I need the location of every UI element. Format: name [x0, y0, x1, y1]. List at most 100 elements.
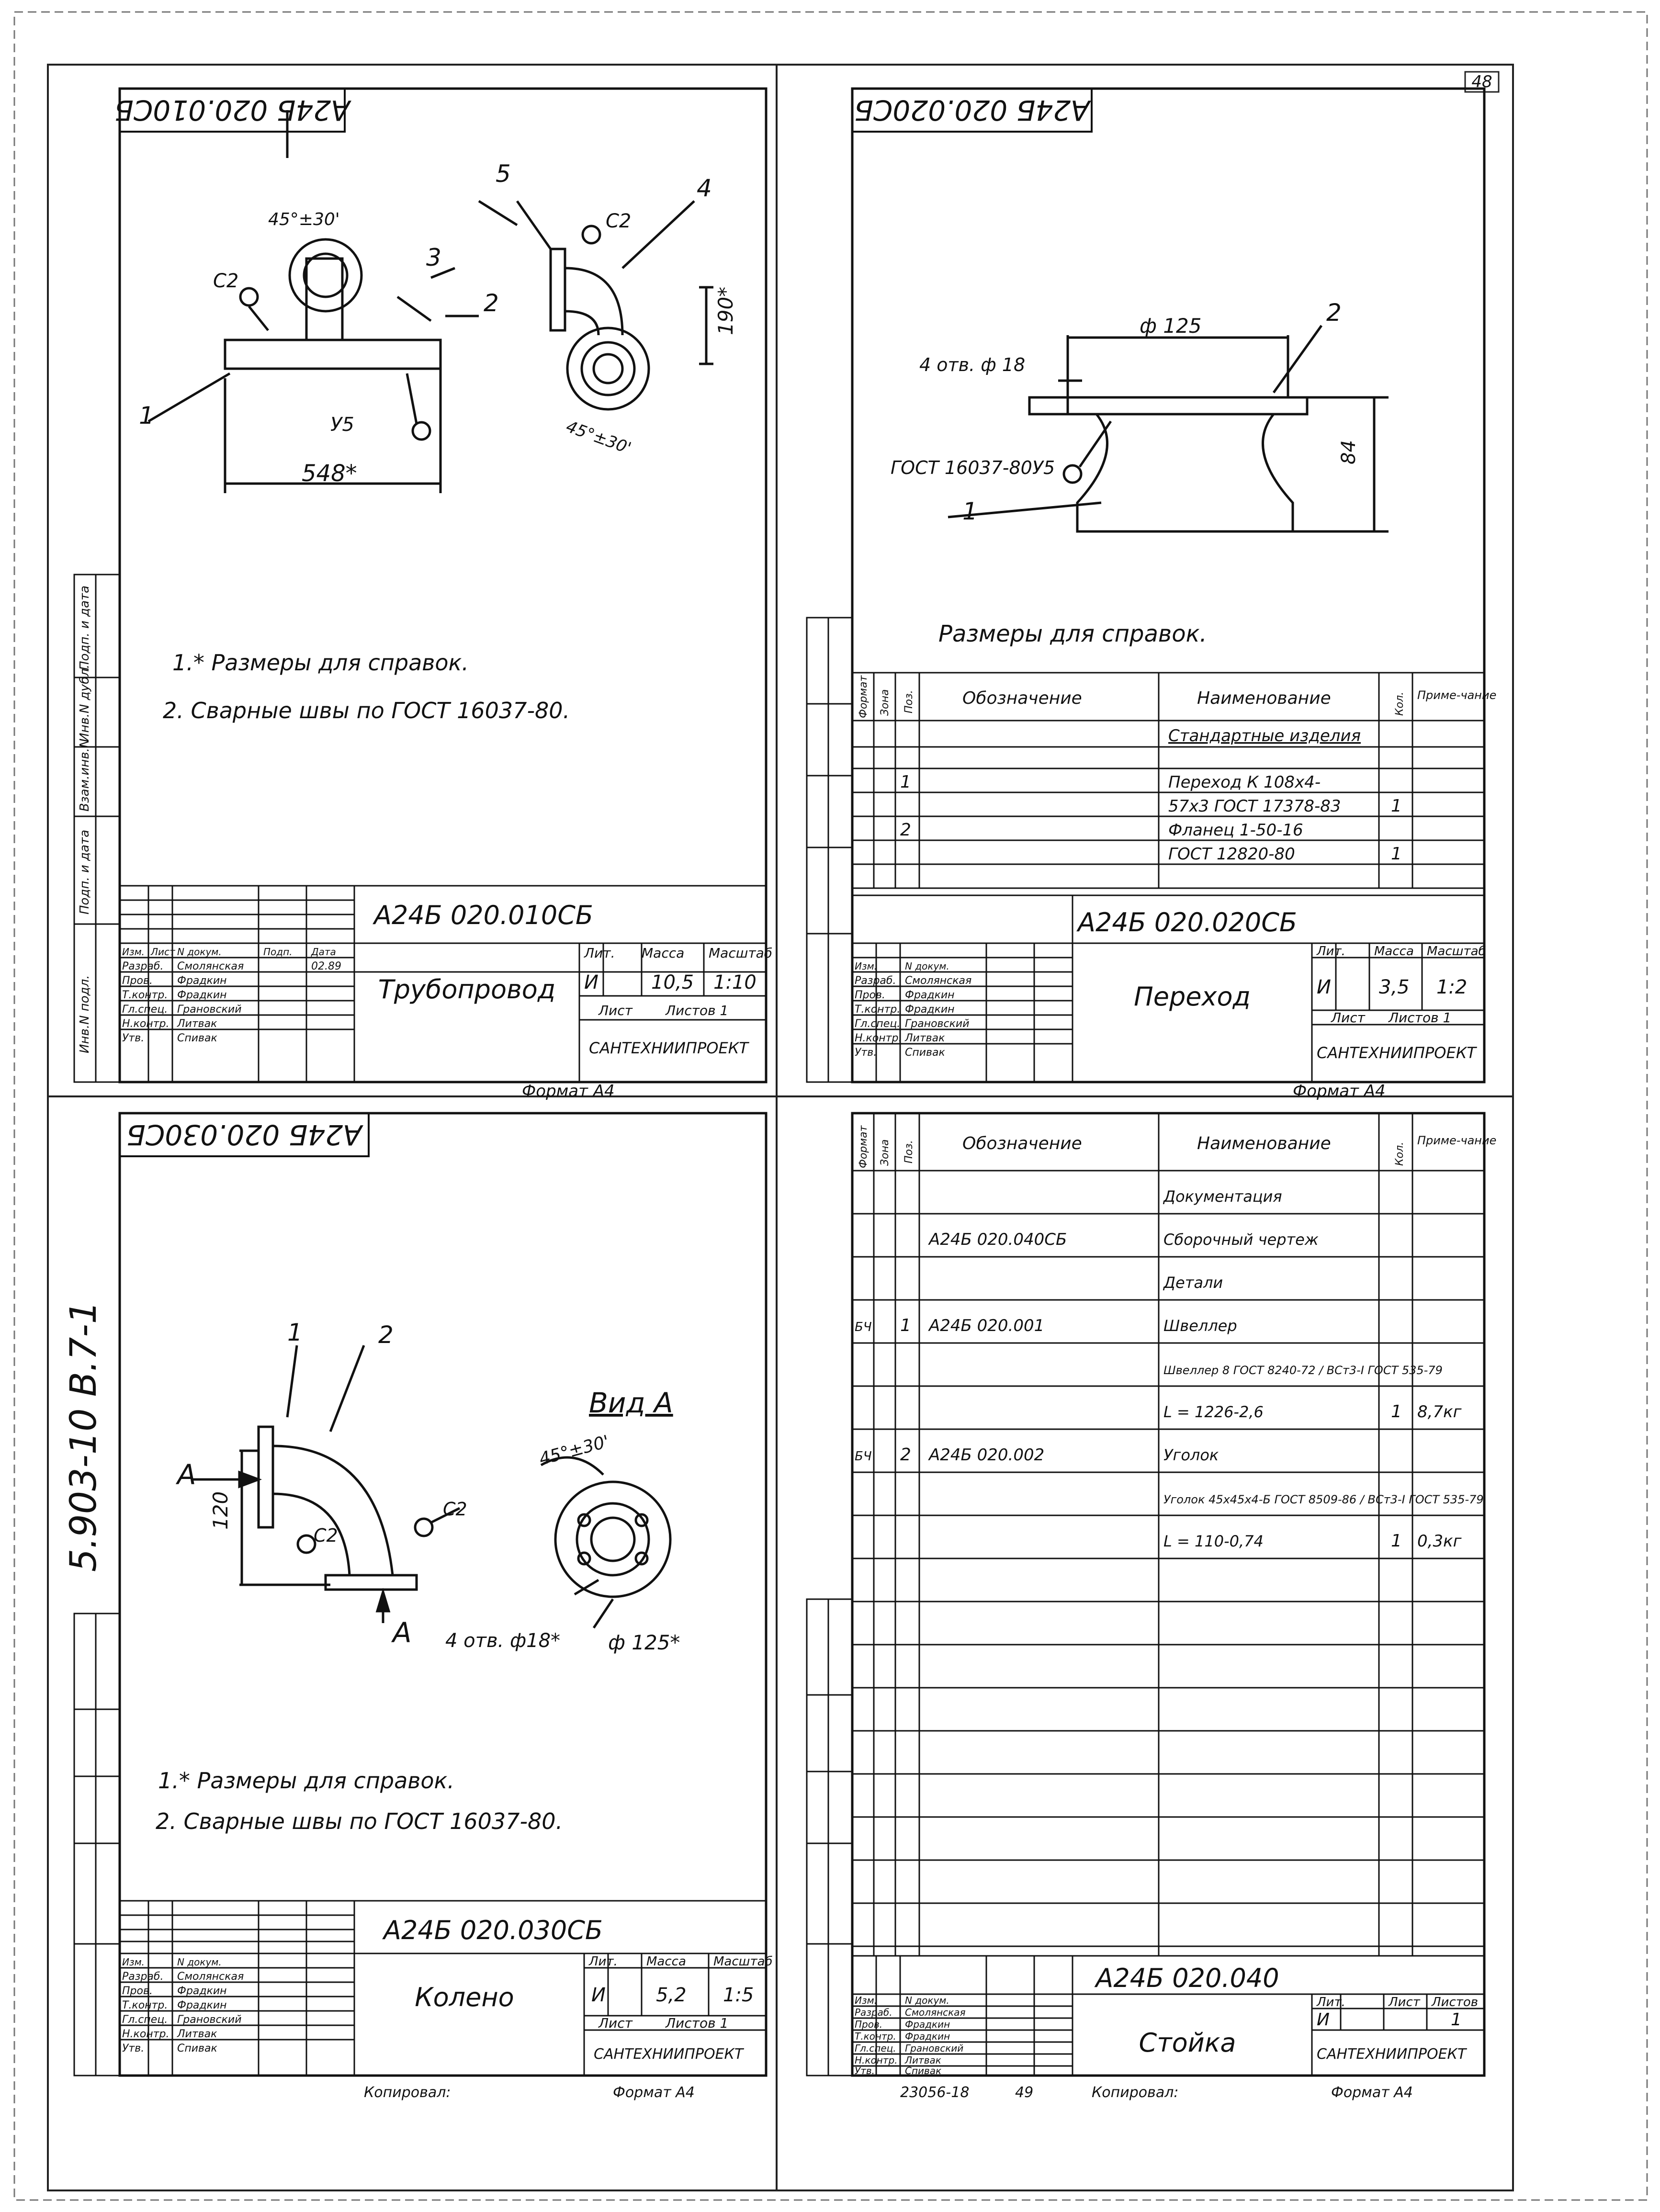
svg-text:Пров.: Пров. [122, 1985, 153, 1997]
callout: 5 [496, 160, 511, 188]
page-number: 49 [1015, 2084, 1033, 2101]
section-arrow-label: А [391, 1616, 412, 1649]
format-label: Формат А4 [613, 2084, 695, 2101]
spec-table [851, 672, 1485, 889]
sheet-truboprovod: А24Б 020.010СБ Инв.N подл. Подп. и дата … [73, 87, 772, 1101]
svg-text:Зона: Зона [879, 1140, 891, 1166]
format-label: Формат А4 [1293, 1082, 1386, 1101]
side-columns: Инв.N подл. Подп. и дата Взам.инв.N Инв.… [73, 574, 121, 1083]
svg-text:Обозначение: Обозначение [962, 1134, 1082, 1153]
svg-text:Фрадкин: Фрадкин [905, 2031, 950, 2042]
svg-text:Лит.: Лит. [588, 1954, 618, 1969]
svg-text:Масштаб: Масштаб [713, 1954, 773, 1969]
title-code: А24Б 020.020СБ [1076, 907, 1297, 937]
svg-text:Т.контр.: Т.контр. [122, 1999, 168, 2011]
corner-code: А24Б 020.010СБ [114, 94, 352, 126]
weld-mark: С2 [443, 1499, 467, 1520]
svg-text:Пров.: Пров. [855, 989, 885, 1001]
dim-height: 190* [714, 287, 737, 335]
dim-height: 84 [1338, 440, 1360, 464]
spec-cell-desig: А24Б 020.040СБ [928, 1230, 1067, 1249]
spec-name: 57х3 ГОСТ 17378-83 [1168, 797, 1341, 816]
svg-text:Гл.спец.: Гл.спец. [122, 2014, 168, 2026]
svg-text:Литвак: Литвак [177, 2028, 217, 2040]
spec-table-rules [852, 1213, 1484, 1947]
dim-angle: 45°±30' [564, 417, 634, 458]
spec-name: ГОСТ 12820-80 [1168, 845, 1295, 864]
weld-mark: С2 [606, 210, 631, 232]
callout: 2 [378, 1321, 394, 1349]
spec-cell-name: Документация [1163, 1187, 1282, 1206]
svg-text:Поз.: Поз. [903, 1140, 915, 1163]
svg-text:Листов: Листов [1431, 1995, 1478, 2009]
spec-table [851, 1112, 1485, 1957]
transition-drawing [948, 325, 1389, 533]
svg-text:Лист: Лист [1331, 1010, 1366, 1026]
svg-text:Лист: Лист [1388, 1995, 1421, 2009]
stamp-label: Масштаб [709, 945, 772, 961]
svg-text:САНТЕХНИИПРОЕКТ: САНТЕХНИИПРОЕКТ [594, 2046, 745, 2063]
spec-cell-note: 8,7кг [1417, 1402, 1462, 1422]
svg-text:Пров.: Пров. [122, 975, 153, 987]
callout: 4 [697, 174, 712, 202]
svg-text:Спивак: Спивак [177, 1032, 217, 1044]
side-label: Подп. и дата [78, 586, 92, 670]
spec-cell-name: L = 110-0,74 [1163, 1532, 1264, 1550]
stamp-label: N докум. [177, 946, 222, 958]
svg-text:Фрадкин: Фрадкин [177, 975, 227, 987]
svg-text:И: И [1317, 2010, 1330, 2030]
svg-text:Утв.: Утв. [122, 2043, 144, 2054]
svg-text:Смолянская: Смолянская [905, 2007, 966, 2018]
stamp-label: Масса [642, 945, 684, 961]
svg-text:Смолянская: Смолянская [177, 1971, 244, 1983]
format-label: Формат А4 [522, 1082, 615, 1101]
title-name: Колено [415, 1982, 514, 2012]
title-code: А24Б 020.010СБ [373, 900, 593, 930]
copied-by: Копировал: [1092, 2084, 1179, 2101]
svg-text:Грановский: Грановский [905, 2043, 963, 2054]
svg-text:Наименование: Наименование [1197, 1134, 1331, 1153]
side-columns [806, 1598, 853, 2077]
svg-text:Листов 1: Листов 1 [665, 2015, 728, 2031]
spec-cell-name: Швеллер [1163, 1317, 1237, 1335]
sheet-stoyka: Формат Зона Поз. Обозначение Наименовани… [806, 1112, 1496, 2101]
svg-text:Смолянская: Смолянская [177, 960, 244, 972]
svg-text:Изм.: Изм. [122, 1956, 145, 1968]
doc-number: 23056-18 [900, 2084, 969, 2101]
stamp-label: Изм. [122, 946, 145, 958]
spec-cell-qty: 1 [1391, 1402, 1402, 1422]
svg-text:Литвак: Литвак [904, 2054, 941, 2066]
svg-text:Формат: Формат [858, 1125, 870, 1168]
svg-text:Приме-чание: Приме-чание [1417, 1134, 1496, 1147]
svg-text:Фрадкин: Фрадкин [905, 1004, 955, 1016]
stamp-label: Лит. [584, 945, 615, 961]
side-label: Подп. и дата [78, 830, 92, 914]
svg-text:Фрадкин: Фрадкин [177, 1999, 227, 2011]
dim-dia: ф 125* [608, 1631, 680, 1654]
cut-border [13, 11, 1648, 2201]
spec-cell-name: Сборочный чертеж [1163, 1230, 1319, 1249]
dim-angle: 45°±30' [268, 210, 340, 229]
stamp-org: САНТЕХНИИПРОЕКТ [589, 1039, 749, 1057]
svg-text:Н.контр.: Н.контр. [855, 1032, 902, 1044]
side-columns [73, 1613, 121, 2077]
svg-text:Литвак: Литвак [904, 1032, 945, 1044]
stamp-label: Подп. [263, 946, 293, 958]
svg-text:Спивак: Спивак [905, 1047, 945, 1059]
svg-text:Разраб.: Разраб. [855, 2007, 892, 2018]
note: 1.* Размеры для справок. [158, 1768, 454, 1794]
svg-text:Лит.: Лит. [1316, 1995, 1345, 2009]
dim-holes: 4 отв. ф18* [445, 1630, 560, 1652]
stamp-mass: 10,5 [651, 971, 694, 993]
copied-by: Копировал: [364, 2084, 451, 2101]
svg-text:Разраб.: Разраб. [855, 975, 896, 987]
spec-cell-name: Детали [1163, 1274, 1223, 1292]
weld-mark: С2 [213, 270, 238, 292]
section-arrow-label: А [175, 1458, 196, 1491]
title-block [119, 885, 767, 1083]
svg-text:Литвак: Литвак [177, 1018, 217, 1030]
svg-text:Изм.: Изм. [855, 960, 877, 972]
svg-text:Разраб.: Разраб. [122, 1971, 163, 1983]
spec-cell-note: 0,3кг [1417, 1532, 1462, 1551]
